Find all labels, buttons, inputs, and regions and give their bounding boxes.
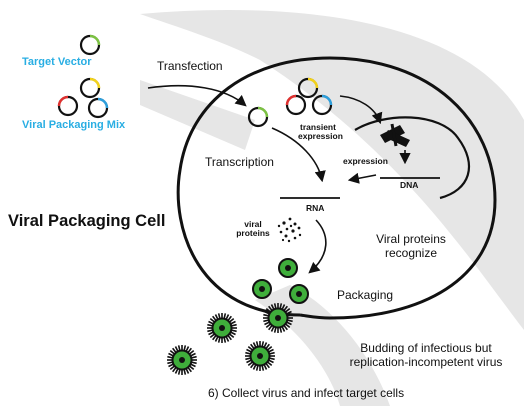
- viral-packaging-cell-title: Viral Packaging Cell: [8, 212, 166, 230]
- viral-proteins-scatter-icon: [277, 217, 302, 243]
- target-vector-label: Target Vector: [22, 56, 92, 68]
- dna-strands-icon: [380, 123, 410, 147]
- nucleus: [354, 116, 471, 200]
- virus-particle-inside-2: [252, 279, 272, 299]
- viral-proteins-small-label: viral proteins: [233, 220, 273, 238]
- transient-expression-line-1: transient: [300, 122, 336, 132]
- viral-packaging-mix-label: Viral Packaging Mix: [22, 119, 126, 131]
- collect-virus-label: 6) Collect virus and infect target cells: [208, 386, 405, 400]
- target-vector-plasmid: [79, 34, 101, 56]
- dna-label: DNA: [400, 180, 419, 190]
- cell-target-plasmid: [247, 106, 269, 128]
- viral-proteins-line-2: proteins: [236, 228, 270, 238]
- budding-virus-particle-1: [263, 303, 293, 333]
- transient-expression-label: transient expression: [298, 122, 343, 141]
- budding-virus-particle-3: [245, 341, 275, 371]
- budding-label: Budding of infectious but replication-in…: [336, 341, 516, 369]
- transcription-arrow: [271, 127, 326, 183]
- viral-proteins-recognize-line-1: Viral proteins: [376, 232, 446, 246]
- viral-proteins-recognize-label: Viral proteins recognize: [356, 232, 466, 260]
- viral-proteins-line-1: viral: [244, 219, 262, 229]
- rna-to-packaging-arrow: [308, 219, 327, 274]
- expression-arrow: [347, 172, 377, 184]
- cell-packaging-plasmids: [285, 77, 333, 116]
- to-nucleus-arrow: [339, 95, 383, 125]
- rna-label: RNA: [306, 203, 325, 213]
- background-swoosh: [140, 10, 524, 331]
- budding-line-1: Budding of infectious but: [360, 341, 492, 355]
- budding-virus-particle-2: [207, 313, 237, 343]
- transcription-label: Transcription: [205, 155, 274, 169]
- transient-expression-line-2: expression: [298, 131, 343, 141]
- budding-virus-particle-4: [167, 345, 197, 375]
- budding-virus-group: [167, 303, 293, 375]
- packaging-label: Packaging: [337, 288, 394, 302]
- background-swoosh-left: [140, 80, 255, 150]
- viral-proteins-recognize-line-2: recognize: [384, 246, 438, 260]
- packaging-mix-plasmids: [57, 77, 109, 119]
- transfection-label: Transfection: [157, 59, 223, 73]
- transfection-arrow: [147, 84, 247, 107]
- expression-label: expression: [343, 156, 388, 166]
- cell-membrane: [176, 56, 497, 320]
- virus-particle-inside-1: [278, 258, 298, 278]
- virus-particle-inside-3: [289, 284, 309, 304]
- budding-line-2: replication-incompetent virus: [349, 355, 503, 369]
